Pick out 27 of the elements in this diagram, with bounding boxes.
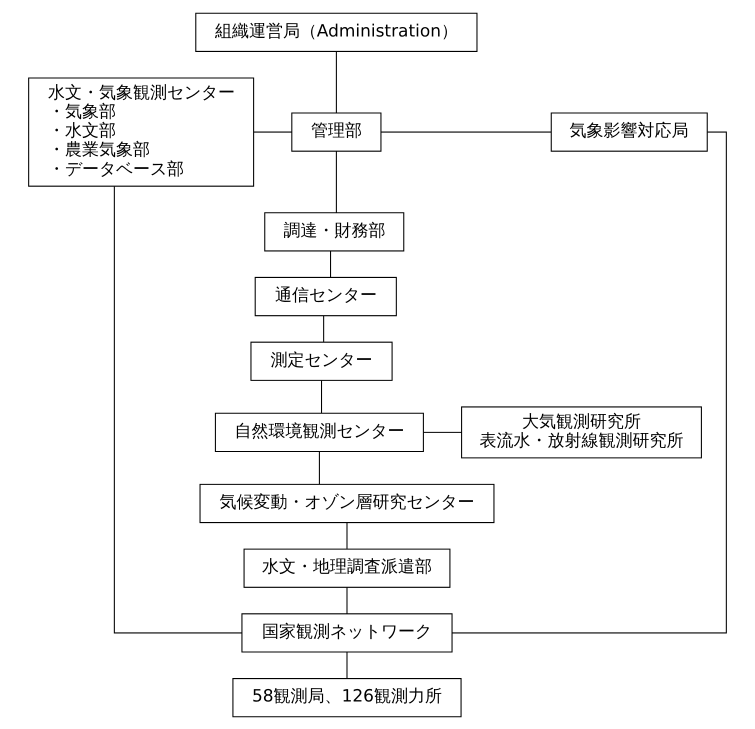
- node-box: 58観測局、126観測力所: [232, 678, 462, 717]
- node-box: 組織運営局（Administration）: [195, 12, 478, 52]
- node-box: 自然環境観測センター: [214, 412, 424, 452]
- connector: [323, 315, 324, 342]
- connector: [346, 587, 348, 614]
- node-box: 水文・気象観測センター ・気象部 ・水文部 ・農業気象部 ・データベース部: [28, 76, 254, 186]
- node-box: 気候変動・オゾン層研究センター: [200, 483, 494, 523]
- connector: [318, 451, 320, 484]
- connector: [346, 522, 348, 548]
- node-box: 測定センター: [250, 341, 393, 380]
- node-box: 大気観測研究所 表流水・放射線観測研究所: [461, 406, 702, 458]
- connector: [346, 652, 348, 678]
- connector: [254, 131, 292, 132]
- node-box: 水文・地理調査派遣部: [244, 548, 450, 588]
- connector: [114, 186, 242, 633]
- connector: [330, 250, 332, 277]
- node-box: 通信センター: [254, 276, 397, 316]
- connector: [336, 150, 337, 212]
- node-box: 国家観測ネットワーク: [241, 612, 453, 652]
- connector: [336, 51, 337, 112]
- connector: [381, 131, 552, 132]
- connector: [452, 131, 727, 633]
- node-box: 管理部: [291, 112, 382, 152]
- connector: [424, 431, 462, 432]
- node-box: 気象影響対応局: [550, 112, 708, 152]
- connector: [321, 380, 322, 412]
- node-box: 調達・財務部: [264, 212, 404, 251]
